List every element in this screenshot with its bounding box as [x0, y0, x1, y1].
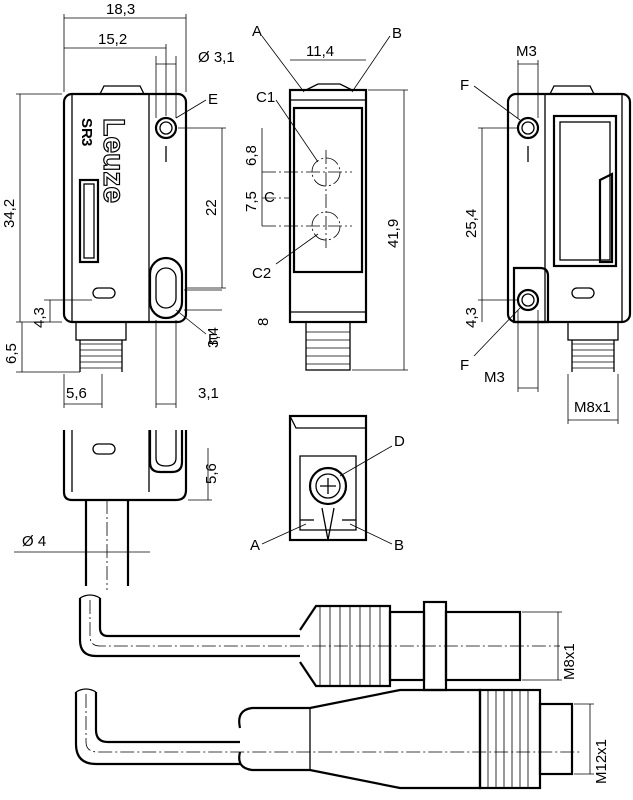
brand-logo: Leuze: [96, 117, 130, 203]
m8-cable-inner: [98, 598, 300, 638]
side-connector: [305, 321, 351, 371]
front-view: Leuze SR 3 18,3 15,2 Ø 3,1 34,2: [1, 1, 235, 408]
callout-c: C: [264, 189, 275, 206]
dim-cable-56: 5,6: [203, 463, 220, 484]
dim-mid-height: 41,9: [385, 219, 402, 248]
dim-rear-254: 25,4: [463, 209, 480, 238]
side-window: [292, 106, 364, 274]
dim-conn-m8: M8x1: [561, 643, 578, 680]
svg-text:3: 3: [78, 138, 95, 146]
callout-d: D: [394, 433, 405, 450]
screw-cross: [320, 478, 336, 494]
rear-hole-bottom: [516, 288, 540, 312]
cable-housing-bottom: [62, 430, 188, 502]
dim-bottom-56: 5,6: [66, 385, 87, 402]
svg-text:SR: SR: [78, 118, 95, 139]
callout-e-top: E: [208, 91, 218, 108]
dim-cable-dia: Ø 4: [22, 533, 46, 550]
m12-cable-inner: [94, 692, 240, 744]
callout-e-bottom: E: [208, 331, 218, 348]
mounting-slot: [148, 256, 184, 320]
side-housing: [288, 88, 368, 324]
callout-c2: C2: [252, 265, 271, 282]
callout-f-bottom: F: [460, 357, 469, 374]
dim-rear-m8: M8x1: [574, 399, 611, 416]
m12-sleeve: [538, 702, 574, 776]
m12-nut: [478, 688, 542, 790]
callout-b-top: B: [392, 25, 402, 42]
rear-window: [552, 114, 618, 268]
m12-body: [238, 688, 482, 790]
callout-b-bottom: B: [394, 537, 404, 554]
dim-conn-m12: M12x1: [593, 739, 610, 784]
dim-slot-34: 3,4: [205, 327, 222, 348]
dim-rear-m3-bottom: M3: [484, 369, 505, 386]
adjust-detail-view: D A B: [250, 414, 405, 554]
m8-sleeve: [444, 610, 522, 682]
callout-a-bottom: A: [250, 537, 260, 554]
front-top-nub: [99, 85, 145, 95]
svg-text:Leuze: Leuze: [97, 118, 130, 203]
model-label: SR 3: [78, 118, 95, 146]
callout-f-top: F: [460, 77, 469, 94]
rear-window-notch: [598, 172, 614, 264]
dim-c1-offset: 6,8: [243, 145, 260, 166]
m8-cable-outer: [78, 598, 300, 658]
dim-front-width: 18,3: [106, 1, 135, 18]
dim-rear-m3-top: M3: [516, 43, 537, 60]
rear-led: [571, 287, 595, 299]
dim-c-offset: 7,5: [243, 191, 260, 212]
dim-bottom-43-left: 4,3: [31, 307, 48, 328]
dim-rear-43: 4,3: [463, 307, 480, 328]
dim-mid-8: 8: [255, 318, 272, 326]
cable-slot: [148, 430, 184, 474]
adjust-screw: [308, 466, 348, 506]
m12-cable-outer: [74, 692, 240, 766]
front-window: [78, 178, 100, 264]
rear-view: M3 25,4 4,3 M3 M8x1 F F: [460, 43, 632, 424]
dim-front-inner: 15,2: [98, 31, 127, 48]
front-led: [92, 287, 116, 299]
mounting-hole-top: [154, 116, 178, 140]
front-connector-base: [75, 321, 127, 341]
rear-hole-top: [516, 116, 540, 140]
dim-slot-31: 3,1: [198, 385, 219, 402]
cable-variant-view: 5,6 Ø 4: [14, 430, 220, 590]
callout-a-top: A: [252, 23, 262, 40]
dim-hole-spacing: 22: [203, 199, 220, 216]
dim-bottom-65: 6,5: [3, 343, 20, 364]
callout-c1: C1: [256, 89, 275, 106]
dim-hole-dia: Ø 3,1: [198, 49, 235, 66]
m8-connector-view: M8x1: [78, 594, 578, 692]
dim-height-total: 34,2: [1, 199, 18, 228]
m12-connector-view: M12x1: [74, 688, 610, 790]
rear-boss: [512, 266, 550, 324]
side-view: 11,4 6,8 7,5 8 41,9 A B C1 C C2: [243, 23, 408, 371]
dim-mid-width: 11,4: [306, 43, 334, 60]
